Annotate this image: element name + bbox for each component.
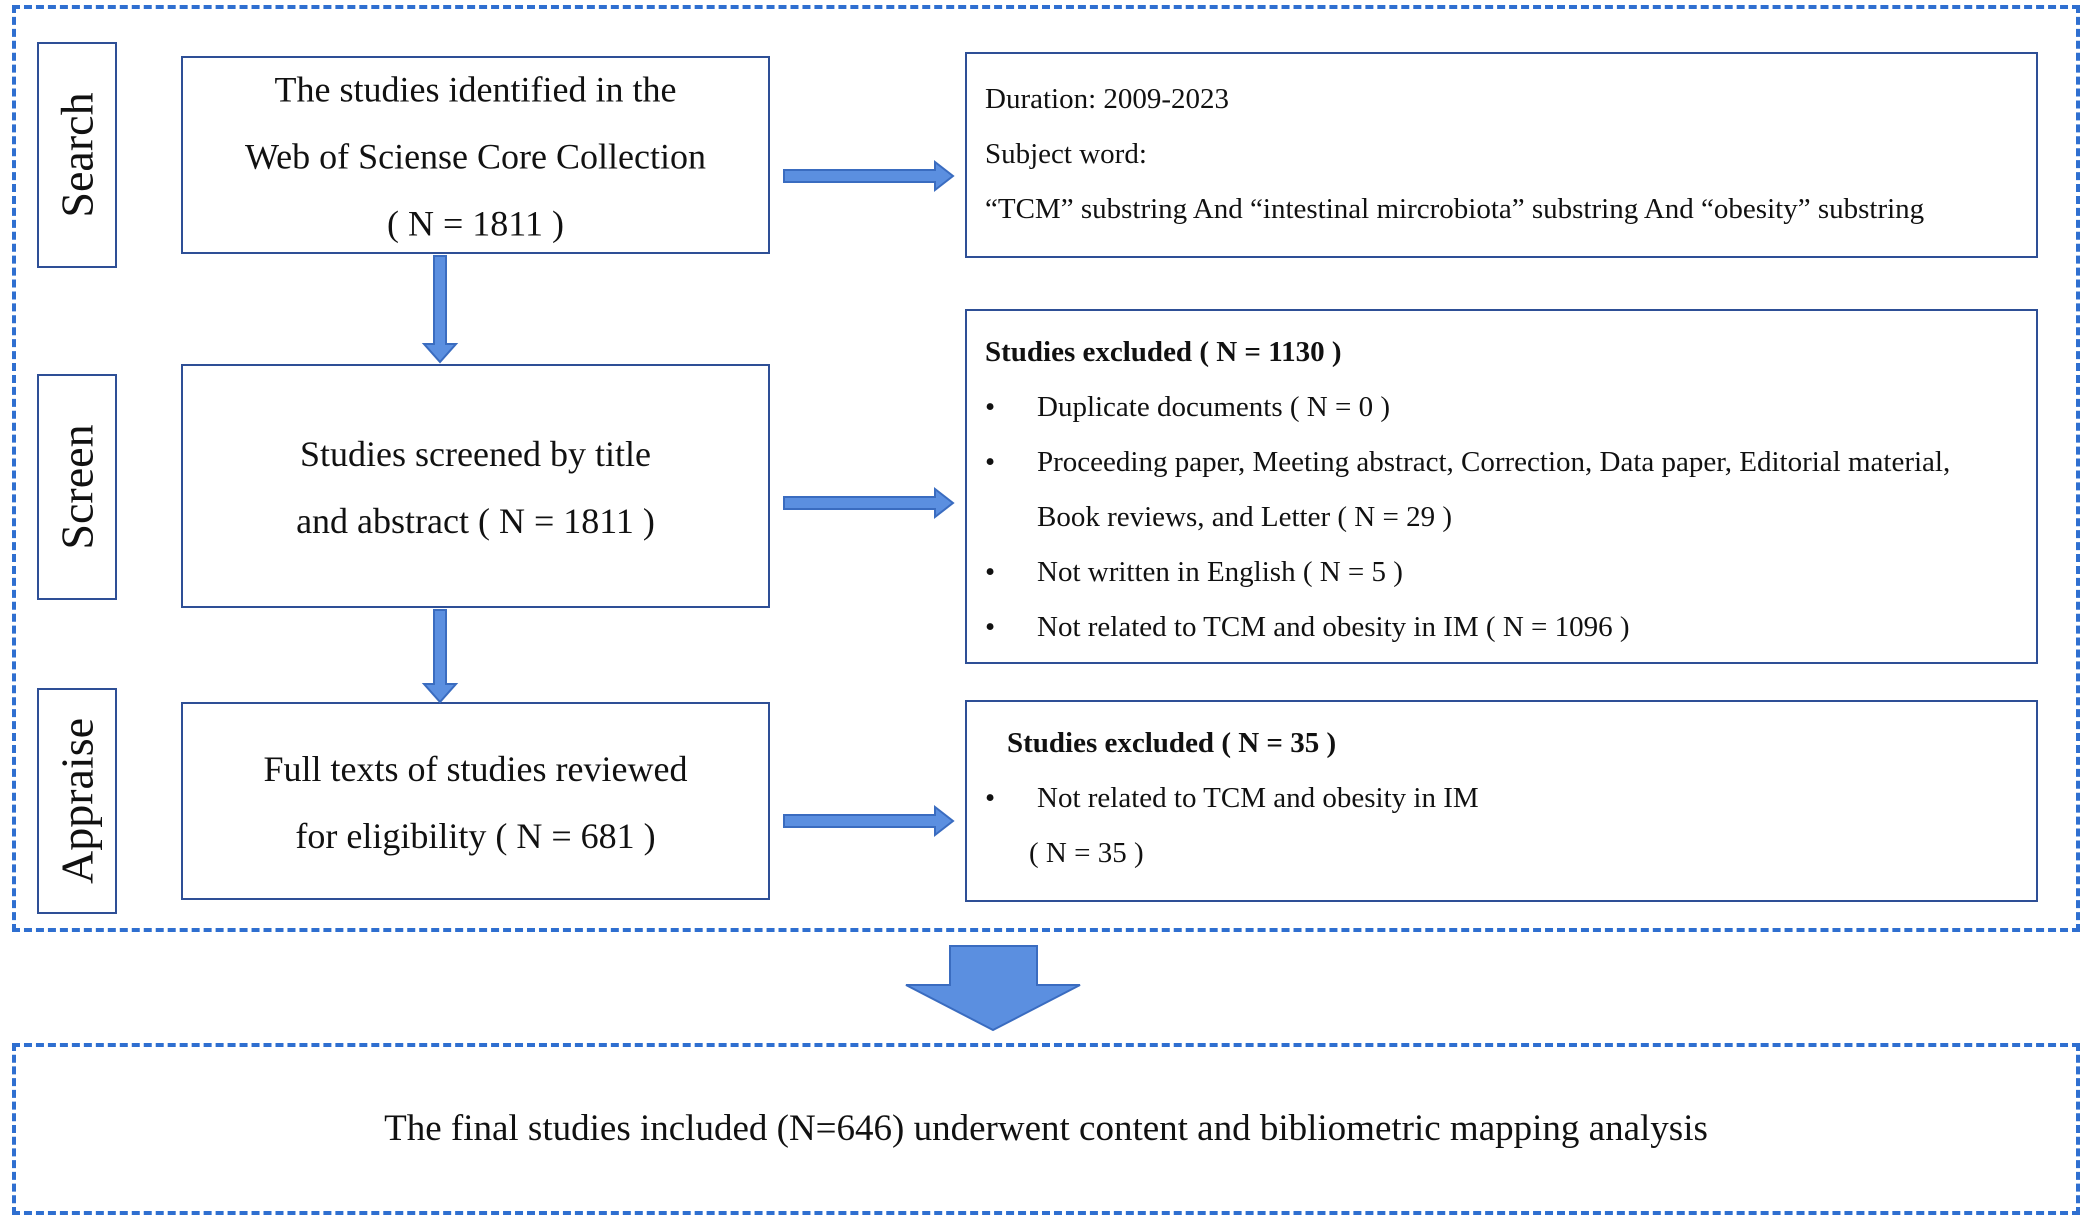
excluded-unrelated: Not related to TCM and obesity in IM ( N…: [1037, 611, 1630, 643]
list-item-continuation: Book reviews, and Letter ( N = 29 ): [985, 490, 2025, 545]
stage-appraise: Appraise: [37, 688, 117, 914]
appraise-excluded-title: Studies excluded ( N = 35 ): [1007, 727, 1337, 759]
bullet: •: [985, 782, 996, 814]
list-item-continuation: ( N = 35 ): [985, 826, 2025, 881]
excluded-document-types-cont: Book reviews, and Letter ( N = 29 ): [1037, 501, 1452, 533]
stage-search: Search: [37, 42, 117, 268]
arrow-screened-to-fulltext: [421, 609, 459, 704]
bullet: •: [985, 556, 996, 588]
duration-text: Duration: 2009-2023: [985, 83, 1230, 115]
arrow-to-final: [905, 945, 1081, 1032]
bullet: •: [985, 611, 996, 643]
subject-label: Subject word:: [985, 138, 1147, 170]
excluded-document-types: Proceeding paper, Meeting abstract, Corr…: [1037, 446, 1951, 478]
list-item: • Not written in English ( N = 5 ): [985, 545, 2025, 600]
arrow-search-to-info: [783, 159, 955, 193]
bullet: •: [985, 391, 996, 423]
arrow-identified-to-screened: [421, 255, 459, 364]
fulltext-box: Full texts of studies reviewed for eligi…: [181, 702, 770, 900]
fulltext-line-1: Full texts of studies reviewed: [263, 749, 688, 789]
excluded-language: Not written in English ( N = 5 ): [1037, 556, 1403, 588]
fulltext-line-2: for eligibility ( N = 681 ): [295, 816, 656, 856]
identified-box: The studies identified in the Web of Sci…: [181, 56, 770, 254]
list-item: • Proceeding paper, Meeting abstract, Co…: [985, 435, 2025, 490]
stage-screen: Screen: [37, 374, 117, 600]
appraise-excluded-count: ( N = 35 ): [1029, 837, 1144, 869]
identified-line-3: ( N = 1811 ): [387, 203, 564, 244]
identified-line-2: Web of Sciense Core Collection: [245, 136, 706, 177]
screened-text: Studies screened by title and abstract (…: [183, 421, 768, 555]
arrow-appraise-to-excluded: [783, 804, 955, 838]
screened-line-2: and abstract ( N = 1811 ): [296, 501, 655, 541]
final-text: The final studies included (N=646) under…: [384, 1108, 1708, 1149]
list-item: • Not related to TCM and obesity in IM: [985, 771, 2025, 826]
list-item: • Not related to TCM and obesity in IM (…: [985, 600, 2025, 655]
screened-box: Studies screened by title and abstract (…: [181, 364, 770, 608]
search-info-text: Duration: 2009-2023 Subject word: “TCM” …: [985, 72, 1924, 237]
screen-excluded-title: Studies excluded ( N = 1130 ): [985, 336, 1342, 368]
list-item: • Duplicate documents ( N = 0 ): [985, 380, 2025, 435]
appraise-excluded-item: Not related to TCM and obesity in IM: [1037, 782, 1479, 814]
process-frame: [12, 5, 2080, 932]
arrow-screen-to-excluded: [783, 486, 955, 520]
screened-line-1: Studies screened by title: [300, 434, 651, 474]
subject-query: “TCM” substring And “intestinal mircrobi…: [985, 193, 1925, 225]
appraise-excluded-text: Studies excluded ( N = 35 ) • Not relate…: [985, 716, 2025, 881]
search-info-box: Duration: 2009-2023 Subject word: “TCM” …: [965, 52, 2038, 258]
appraise-excluded-box: Studies excluded ( N = 35 ) • Not relate…: [965, 700, 2038, 902]
bullet: •: [985, 446, 996, 478]
screen-excluded-box: Studies excluded ( N = 1130 ) • Duplicat…: [965, 309, 2038, 664]
identified-line-1: The studies identified in the: [274, 69, 677, 110]
identified-text: The studies identified in the Web of Sci…: [183, 57, 768, 258]
excluded-duplicates: Duplicate documents ( N = 0 ): [1037, 391, 1390, 423]
screen-excluded-text: Studies excluded ( N = 1130 ) • Duplicat…: [985, 325, 2025, 655]
final-box: The final studies included (N=646) under…: [12, 1043, 2080, 1215]
fulltext-text: Full texts of studies reviewed for eligi…: [183, 736, 768, 870]
